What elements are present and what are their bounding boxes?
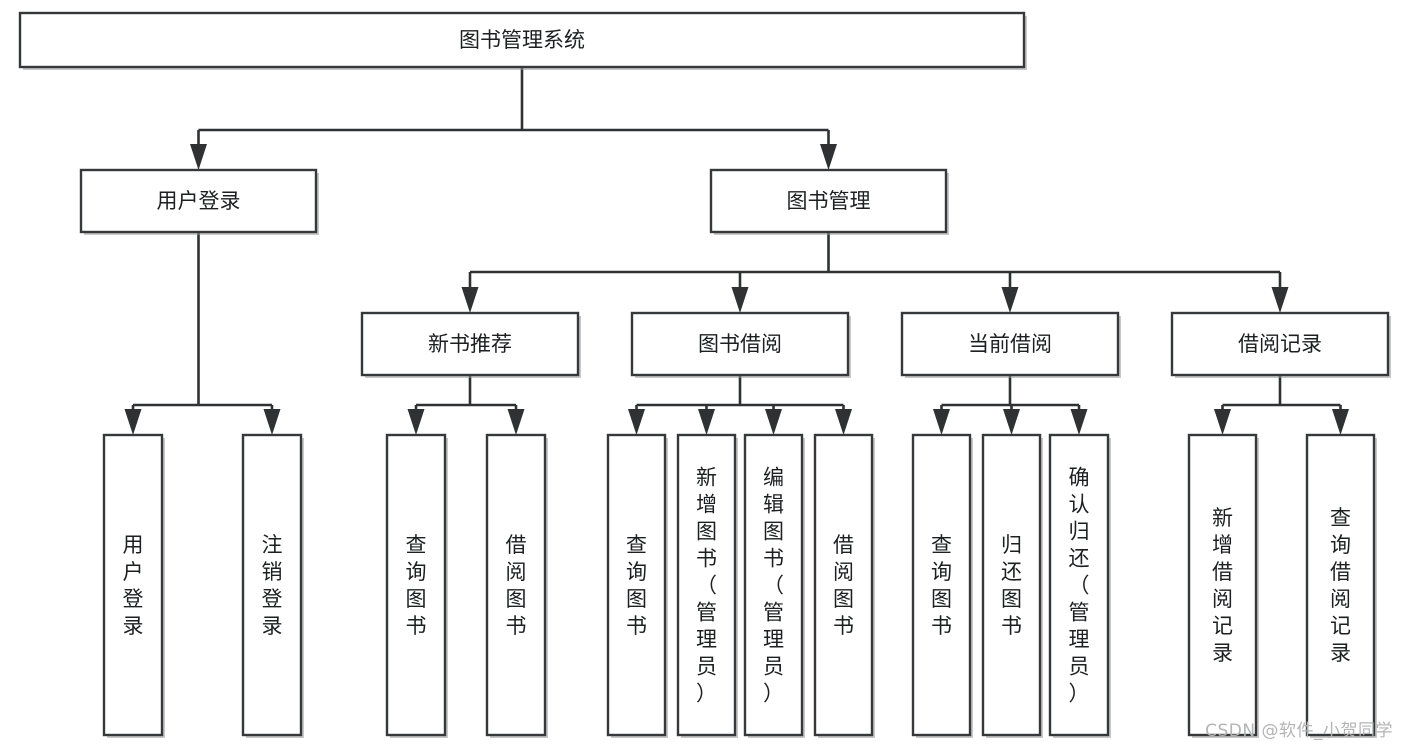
node-leaf-edit-book-admin-label: 编辑图书（管理员） [763, 466, 784, 706]
node-book-manage-rect[interactable] [709, 168, 948, 234]
node-book-borrow-rect[interactable] [630, 311, 850, 377]
node-leaf-confirm-return-admin-rect[interactable] [1048, 433, 1110, 737]
node-leaf-query-book-3-label: 查询图书 [931, 533, 952, 638]
node-root[interactable]: 图书管理系统 [18, 11, 1027, 70]
node-leaf-borrow-book-2[interactable]: 借阅图书 [813, 433, 875, 738]
arrow-head-icon [1001, 287, 1019, 313]
node-leaf-borrow-book-2-rect[interactable] [813, 433, 874, 737]
arrow-head-icon [765, 409, 782, 435]
arrow-head-icon [1214, 409, 1231, 435]
node-leaf-query-book-1-rect[interactable] [385, 433, 447, 737]
node-leaf-query-borrow-record-label: 查询借阅记录 [1330, 506, 1351, 665]
arrow-head-icon [731, 287, 749, 313]
node-borrow-record[interactable]: 借阅记录 [1170, 311, 1391, 378]
node-leaf-borrow-book-1-label: 借阅图书 [506, 533, 527, 638]
node-new-book-recommend-label: 新书推荐 [428, 332, 512, 356]
node-leaf-query-borrow-record-rect[interactable] [1305, 433, 1376, 737]
node-leaf-edit-book-admin[interactable]: 编辑图书（管理员） [743, 433, 805, 738]
node-leaf-add-borrow-record-rect[interactable] [1187, 433, 1258, 737]
arrow-head-icon [190, 144, 207, 170]
arrow-head-icon [507, 409, 525, 435]
node-current-borrow[interactable]: 当前借阅 [900, 311, 1121, 378]
node-book-borrow[interactable]: 图书借阅 [630, 311, 851, 378]
arrow-head-icon [263, 409, 281, 435]
node-leaf-query-borrow-record[interactable]: 查询借阅记录 [1305, 433, 1377, 738]
arrow-head-icon [407, 409, 425, 435]
arrow-head-icon [1332, 409, 1349, 435]
node-leaf-logout[interactable]: 注销登录 [241, 433, 304, 738]
node-new-book-recommend[interactable]: 新书推荐 [360, 311, 581, 378]
node-leaf-query-book-2-label: 查询图书 [626, 533, 647, 638]
node-leaf-add-book-admin-rect[interactable] [676, 433, 737, 737]
node-leaf-borrow-book-1[interactable]: 借阅图书 [485, 433, 548, 738]
arrow-head-icon [698, 409, 715, 435]
arrow-head-icon [1003, 409, 1020, 435]
node-leaf-return-book[interactable]: 归还图书 [981, 433, 1043, 738]
node-book-manage-label: 图书管理 [787, 189, 871, 213]
node-leaf-logout-rect[interactable] [241, 433, 303, 737]
arrow-head-icon [933, 409, 950, 435]
node-current-borrow-label: 当前借阅 [968, 332, 1052, 356]
node-leaf-confirm-return-admin[interactable]: 确认归还（管理员） [1048, 433, 1111, 738]
arrow-head-icon [835, 409, 852, 435]
node-root-label: 图书管理系统 [459, 28, 585, 52]
node-book-manage[interactable]: 图书管理 [709, 168, 949, 235]
node-user-login-rect[interactable] [79, 168, 318, 234]
arrow-head-icon [461, 287, 479, 313]
node-leaf-borrow-book-1-rect[interactable] [485, 433, 547, 737]
node-leaf-borrow-book-2-label: 借阅图书 [833, 533, 854, 638]
arrow-head-icon [124, 409, 142, 435]
node-leaf-return-book-label: 归还图书 [1001, 533, 1022, 638]
node-leaf-edit-book-admin-rect[interactable] [743, 433, 804, 737]
node-current-borrow-rect[interactable] [900, 311, 1120, 377]
node-borrow-record-rect[interactable] [1170, 311, 1390, 377]
node-leaf-confirm-return-admin-label: 确认归还（管理员） [1069, 466, 1090, 706]
arrow-head-icon [628, 409, 645, 435]
node-leaf-return-book-rect[interactable] [981, 433, 1042, 737]
node-leaf-query-book-3[interactable]: 查询图书 [911, 433, 973, 738]
node-leaf-query-book-1-label: 查询图书 [406, 533, 427, 638]
node-leaf-query-book-2-rect[interactable] [606, 433, 667, 737]
node-leaf-add-book-admin[interactable]: 新增图书（管理员） [676, 433, 738, 738]
node-leaf-user-login-rect[interactable] [102, 433, 164, 737]
node-leaf-add-borrow-record-label: 新增借阅记录 [1212, 506, 1233, 665]
node-root-rect[interactable] [18, 11, 1026, 69]
arrow-head-icon [1271, 287, 1289, 313]
node-leaf-query-book-2[interactable]: 查询图书 [606, 433, 668, 738]
node-user-login[interactable]: 用户登录 [79, 168, 319, 235]
node-user-login-label: 用户登录 [157, 189, 241, 213]
node-leaf-user-login[interactable]: 用户登录 [102, 433, 165, 738]
node-leaf-user-login-label: 用户登录 [123, 533, 144, 638]
node-leaf-query-book-3-rect[interactable] [911, 433, 972, 737]
arrow-head-icon [820, 144, 837, 170]
node-borrow-record-label: 借阅记录 [1238, 332, 1322, 356]
watermark-text: CSDN @软件_小贺同学 [1205, 721, 1393, 741]
node-leaf-add-borrow-record[interactable]: 新增借阅记录 [1187, 433, 1259, 738]
node-leaf-add-book-admin-label: 新增图书（管理员） [696, 466, 717, 706]
node-leaf-query-book-1[interactable]: 查询图书 [385, 433, 448, 738]
node-new-book-recommend-rect[interactable] [360, 311, 580, 377]
arrow-head-icon [1070, 409, 1088, 435]
node-leaf-logout-label: 注销登录 [262, 533, 283, 638]
node-book-borrow-label: 图书借阅 [698, 332, 782, 356]
